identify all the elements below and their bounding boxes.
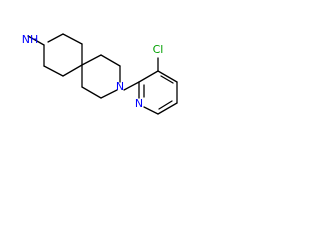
nh-label: NH bbox=[22, 33, 39, 46]
left-piperidine-ring bbox=[27, 33, 83, 77]
pyridine-ring bbox=[138, 70, 178, 115]
piperidine-nitrogen-label: N bbox=[116, 80, 124, 93]
bond bbox=[81, 86, 102, 99]
bond bbox=[158, 100, 173, 110]
bond bbox=[47, 33, 64, 43]
chlorine-label: Cl bbox=[153, 43, 164, 56]
bond bbox=[62, 33, 83, 45]
bond bbox=[157, 102, 178, 115]
bond bbox=[143, 106, 159, 115]
right-piperidine-ring bbox=[81, 54, 121, 99]
bond-n-to-pyridine bbox=[123, 81, 140, 91]
bond bbox=[27, 35, 45, 46]
molecule-structure-diagram: NH N N Cl bbox=[22, 33, 178, 115]
bond bbox=[62, 64, 83, 77]
pyridine-nitrogen-label: N bbox=[135, 97, 143, 110]
bond bbox=[157, 70, 178, 83]
bond bbox=[160, 75, 174, 84]
bond bbox=[81, 54, 102, 66]
bond bbox=[100, 54, 121, 67]
bond bbox=[43, 65, 64, 77]
bond bbox=[138, 70, 159, 83]
bond bbox=[100, 89, 118, 99]
